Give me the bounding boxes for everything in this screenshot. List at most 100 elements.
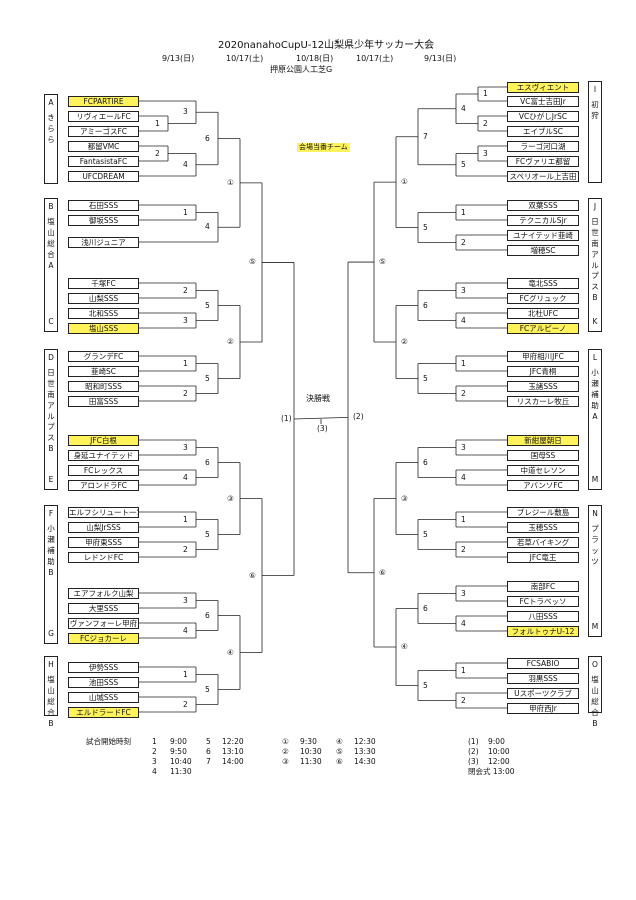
group-venue: 日世南アルプスB	[47, 368, 55, 454]
sched-r1-time: 9:50	[170, 747, 187, 756]
group-venue: 塩山総合B	[47, 675, 55, 728]
host-team-label: 会場当番チーム	[297, 143, 350, 152]
team-box-right: テクニカルSjr	[507, 214, 579, 226]
sched-r2-time: 9:30	[300, 737, 317, 746]
bracket-line	[293, 417, 349, 420]
sched-r3-time: 12:00	[488, 757, 510, 766]
team-box-left: 伊勢SSS	[68, 661, 139, 673]
header-date-2: 10/17(土)	[226, 54, 264, 63]
team-box-right: ユナイテッド韮崎	[507, 229, 579, 241]
sched-r2b-time: 12:30	[354, 737, 376, 746]
match-number: ⑤	[379, 257, 386, 267]
team-box-right: 竜北SSS	[507, 277, 579, 289]
match-number: 4	[183, 472, 188, 482]
team-box-right: FCトラベッソ	[507, 595, 579, 607]
team-box-right: エイブルSC	[507, 125, 579, 137]
match-number: 2	[183, 699, 188, 709]
sched-r3-time: 9:00	[488, 737, 505, 746]
team-box-left: グランデFC	[68, 350, 139, 362]
team-box-right: 双葉SSS	[507, 199, 579, 211]
sched-r1b-time: 12:20	[222, 737, 244, 746]
sched-r2-no: ③	[282, 757, 289, 766]
group-code: A	[48, 98, 54, 107]
group-box-right: I 初狩	[588, 81, 602, 183]
sched-r2-time: 10:30	[300, 747, 322, 756]
sched-r3-time: 10:00	[488, 747, 510, 756]
team-box-right: Uスポーツクラブ	[507, 687, 579, 699]
group-code: L	[592, 353, 598, 362]
team-box-right: VCひがしJrSC	[507, 110, 579, 122]
sched-r1-no: 4	[152, 767, 157, 776]
sched-r2b-no: ⑥	[336, 757, 343, 766]
sched-r3-no: (1)	[468, 737, 479, 746]
team-box-left: エアフォルク山梨	[68, 587, 139, 599]
match-number: (1)	[281, 413, 292, 423]
match-number: 6	[423, 603, 428, 613]
group-code: D	[48, 353, 54, 362]
team-box-right: 北杜UFC	[507, 307, 579, 319]
match-number: ③	[401, 493, 408, 503]
match-number: 1	[155, 118, 160, 128]
group-end-code: K	[592, 317, 598, 327]
match-number: 5	[423, 680, 428, 690]
match-number: 2	[183, 285, 188, 295]
match-number: 2	[461, 544, 466, 554]
match-number: 1	[461, 207, 466, 217]
sched-r1-time: 10:40	[170, 757, 192, 766]
team-box-left: エルドラードFC	[68, 706, 139, 718]
match-number: 5	[423, 222, 428, 232]
group-venue: 初狩	[591, 100, 599, 120]
team-box-left: UFCDREAM	[68, 170, 139, 182]
team-box-right: 新紺屋朝日	[507, 434, 579, 446]
team-box-left: 塩山SSS	[68, 322, 139, 334]
team-box-left: 浅川ジュニア	[68, 236, 139, 248]
team-box-left: 田富SSS	[68, 395, 139, 407]
team-box-left: リヴィエールFC	[68, 110, 139, 122]
sched-r2b-time: 14:30	[354, 757, 376, 766]
match-number: 2	[461, 237, 466, 247]
match-number: ②	[227, 337, 234, 346]
team-box-right: フォルトゥナU-12	[507, 625, 579, 637]
sched-r2-time: 11:30	[300, 757, 322, 766]
group-code: O	[592, 660, 598, 669]
sched-r2-no: ②	[282, 747, 289, 756]
team-box-right: 玉諸SSS	[507, 380, 579, 392]
group-end-code: G	[48, 629, 54, 639]
schedule-label: 試合開始時刻	[86, 737, 131, 746]
match-number: 2	[183, 388, 188, 398]
sched-r2-no: ①	[282, 737, 289, 746]
group-code: F	[48, 509, 54, 518]
match-number: 5	[205, 373, 210, 383]
team-box-left: アロンドラFC	[68, 479, 139, 491]
match-number: 4	[461, 103, 466, 113]
match-number: 4	[461, 472, 466, 482]
match-number: 1	[183, 207, 188, 217]
team-box-left: 都留VMC	[68, 140, 139, 152]
team-box-left: 石田SSS	[68, 199, 139, 211]
group-end-code: M	[591, 475, 599, 485]
match-number: 5	[205, 529, 210, 539]
group-end-code: E	[48, 475, 54, 485]
team-box-right: エスヴィエント	[507, 81, 579, 93]
team-box-left: 山城SSS	[68, 691, 139, 703]
final-label: 決勝戦	[306, 394, 330, 403]
match-number: 5	[423, 529, 428, 539]
match-number: 3	[183, 315, 188, 325]
team-box-left: ヴァンフォーレ甲府	[68, 617, 139, 629]
sched-r2b-no: ④	[336, 737, 343, 746]
match-number: ⑤	[249, 257, 256, 267]
group-code: I	[593, 85, 597, 94]
final-match-number: (3)	[317, 423, 328, 433]
sched-r1-time: 9:00	[170, 737, 187, 746]
match-number: 5	[461, 159, 466, 169]
sched-r1b-time: 13:10	[222, 747, 244, 756]
match-number: 3	[461, 285, 466, 295]
match-number: ④	[227, 647, 234, 657]
match-number: 4	[183, 159, 188, 169]
group-venue: プラッツ	[591, 524, 599, 566]
group-code: H	[48, 660, 54, 669]
